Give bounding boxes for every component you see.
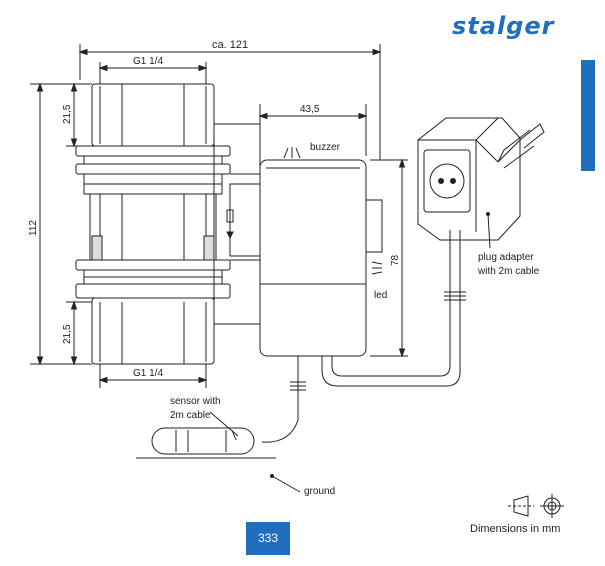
- led-label: led: [374, 290, 387, 301]
- sensor-label-1: sensor with: [170, 396, 221, 407]
- valve-body: [75, 83, 234, 365]
- height-bottom-label: 21,5: [62, 324, 73, 344]
- thread-top-label: G1 1/4: [133, 56, 163, 67]
- height-dimensions: [30, 82, 92, 366]
- actuator: [213, 123, 383, 357]
- box-height-label: 78: [390, 254, 401, 266]
- box-height-dimension: [370, 158, 408, 358]
- overall-width-label: ca. 121: [212, 39, 248, 51]
- thread-top-dimension: [98, 62, 208, 84]
- ground-label: ground: [304, 486, 335, 497]
- sensor-label-2: 2m cable: [170, 410, 211, 421]
- brand-logo: stalger: [452, 12, 555, 40]
- thread-bottom-dimension: [98, 364, 208, 388]
- plug-adapter-label-1: plug adapter: [478, 252, 534, 263]
- section-tab: [581, 60, 595, 171]
- sensor: [136, 356, 306, 459]
- plug-adapter-label-2: with 2m cable: [477, 266, 540, 277]
- height-top-label: 21,5: [62, 104, 73, 124]
- height-total-label: 112: [28, 220, 39, 236]
- page-number: 333: [246, 522, 290, 555]
- buzzer-label: buzzer: [310, 142, 341, 153]
- depth-dimension: [258, 104, 368, 156]
- plug-cable: [321, 230, 466, 387]
- projection-symbol: [508, 494, 564, 518]
- dimensions-note: Dimensions in mm: [470, 523, 561, 535]
- depth-label: 43,5: [300, 104, 320, 115]
- leader-lines: [209, 213, 491, 493]
- overall-width-dimension: [78, 44, 382, 160]
- plug-adapter: [417, 117, 545, 241]
- thread-bottom-label: G1 1/4: [133, 368, 163, 379]
